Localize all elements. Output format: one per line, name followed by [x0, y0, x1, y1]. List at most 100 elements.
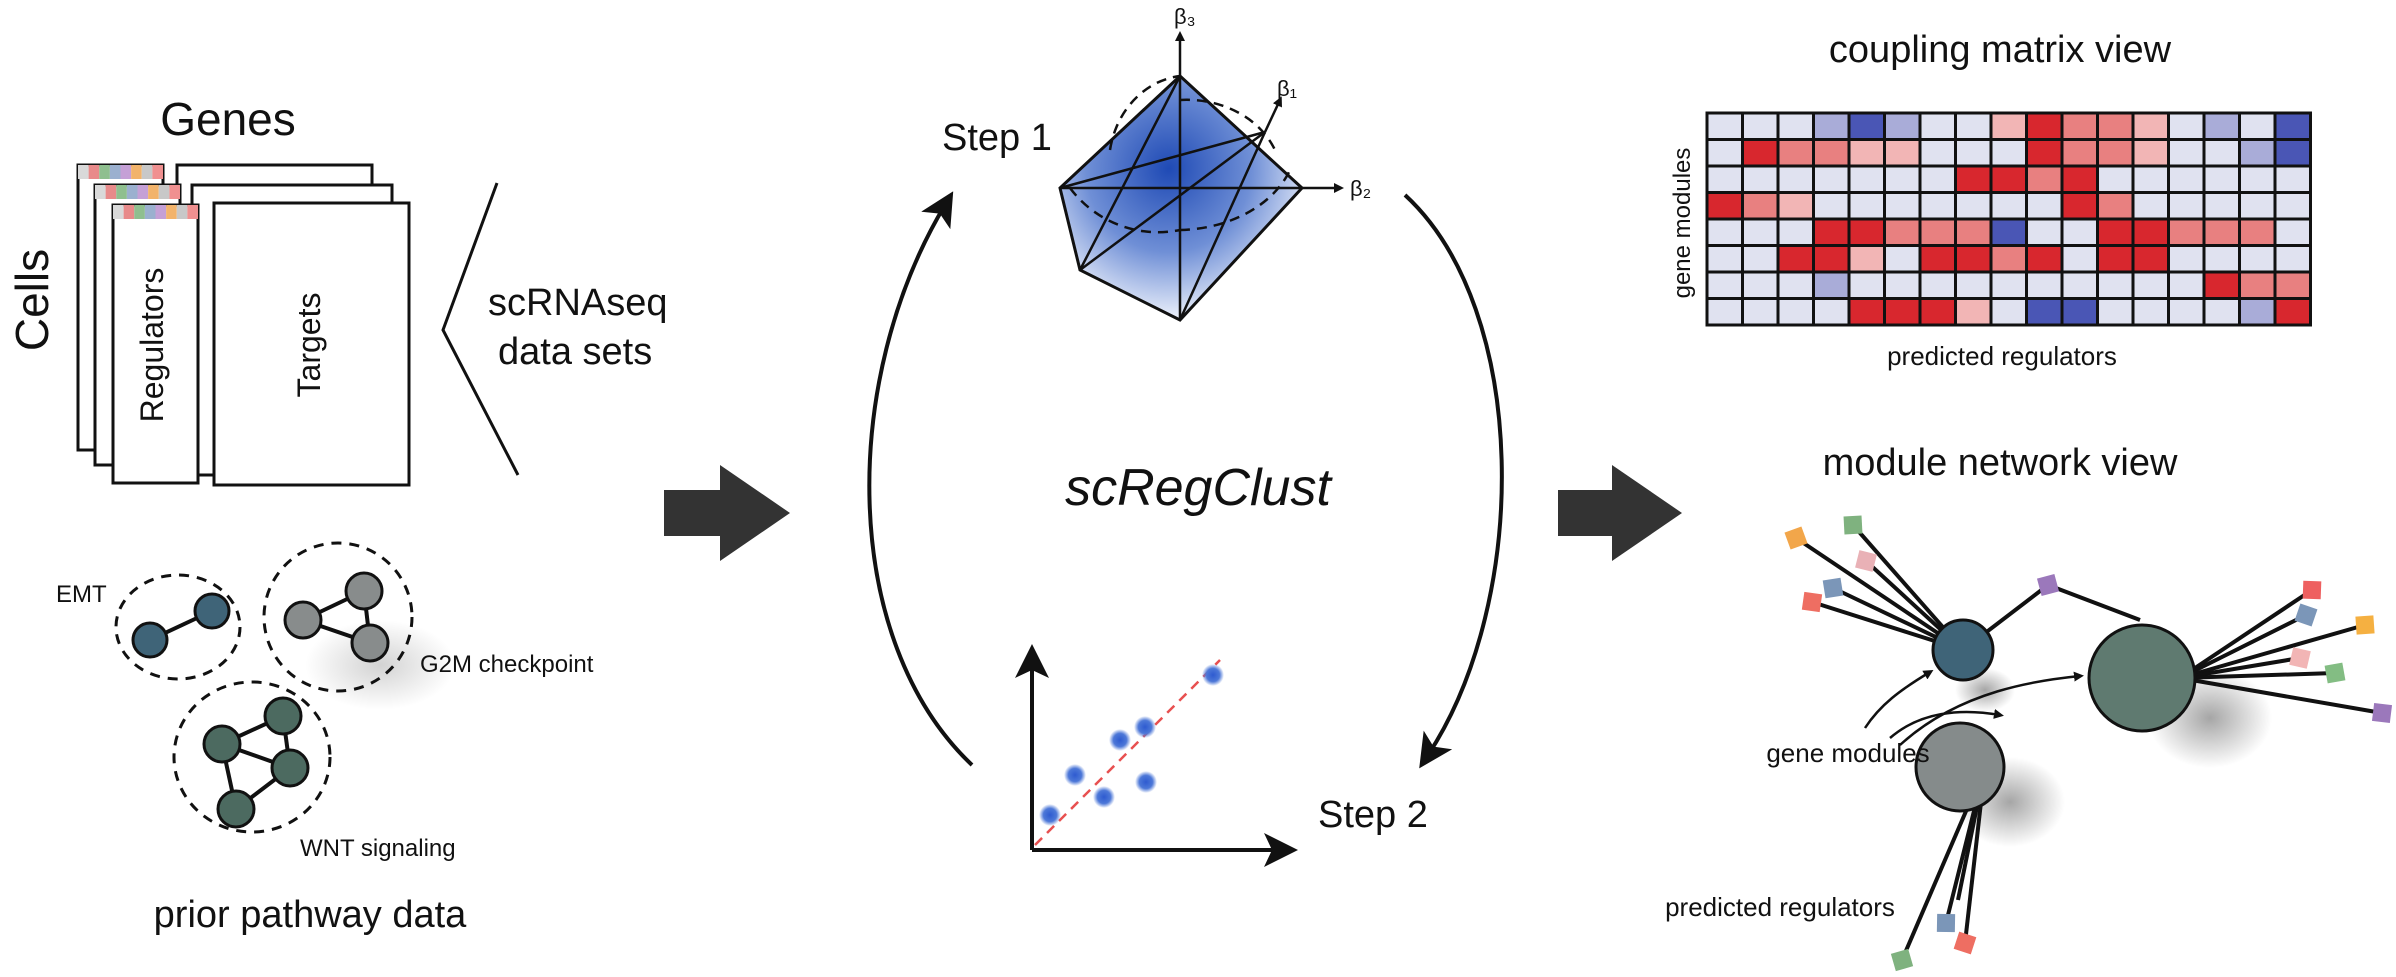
matrix-cell [2238, 164, 2277, 194]
matrix-cell [2096, 270, 2135, 300]
header-strip-cell [134, 205, 145, 219]
matrix-cell [1883, 270, 1922, 300]
scatter-point [1109, 729, 1131, 751]
matrix-cell [2167, 191, 2206, 221]
matrix-cell [2167, 270, 2206, 300]
matrix-cell [1954, 191, 1993, 221]
matrix-cell [1776, 217, 1815, 247]
matrix-cell [2131, 297, 2170, 327]
matrix-cell [2131, 217, 2170, 247]
matrix-cell [1705, 270, 1744, 300]
cells-label: Cells [6, 249, 58, 351]
g2m-label: G2M checkpoint [420, 651, 594, 678]
matrix-cell [1918, 217, 1957, 247]
matrix-cell [2202, 138, 2241, 168]
matrix-cell [2238, 111, 2277, 141]
prior-pathway-title: prior pathway data [154, 894, 467, 936]
matrix-cell [1741, 111, 1780, 141]
matrix-cell [1847, 270, 1886, 300]
matrix-cell [2096, 244, 2135, 274]
matrix-cell [1741, 191, 1780, 221]
matrix-cell [1918, 111, 1957, 141]
matrix-cell [1705, 138, 1744, 168]
regulator-node [1936, 913, 1956, 933]
header-strip-cell [158, 185, 170, 199]
network-regulators-label: predicted regulators [1665, 892, 1895, 922]
matrix-cell [1847, 297, 1886, 327]
matrix-cell [2025, 138, 2064, 168]
matrix-cell [1883, 191, 1922, 221]
matrix-cell [1847, 244, 1886, 274]
coupling-matrix-grid [1705, 111, 2312, 327]
regulator-node [2371, 702, 2393, 724]
scatter-point [1039, 804, 1061, 826]
matrix-cell [1705, 244, 1744, 274]
matrix-cell [2096, 191, 2135, 221]
scatter-point [1135, 771, 1157, 793]
matrix-cell [2025, 217, 2064, 247]
matrix-cell [1741, 297, 1780, 327]
matrix-cell [1954, 217, 1993, 247]
matrix-cell [2025, 297, 2064, 327]
method-to-output-arrow [1558, 465, 1682, 561]
matrix-cell [2167, 217, 2206, 247]
matrix-cell [2060, 164, 2099, 194]
emt-label: EMT [56, 581, 107, 608]
header-strip-cell [109, 165, 121, 179]
matrix-cell [2096, 111, 2135, 141]
regulator-node [2036, 573, 2060, 597]
cycle-arrow-left [867, 191, 974, 767]
header-strip-cell [187, 205, 198, 219]
pathway-emt: EMT [56, 573, 242, 681]
header-strip-cell [141, 165, 153, 179]
matrix-cell [1776, 164, 1815, 194]
gene-module-node [2087, 623, 2197, 733]
matrix-cell [1883, 164, 1922, 194]
matrix-cell [2096, 164, 2135, 194]
matrix-cell [2167, 138, 2206, 168]
matrix-cell [1776, 270, 1815, 300]
regulator-node [2302, 580, 2322, 600]
matrix-cell [1812, 217, 1851, 247]
matrix-cell [1918, 138, 1957, 168]
scrnaseq-label-line2: data sets [498, 331, 652, 373]
matrix-cell [1776, 244, 1815, 274]
coupling-matrix-panel: coupling matrix view gene modules predic… [1669, 29, 2312, 371]
matrix-cell [1705, 111, 1744, 141]
regulator-node [1953, 931, 1977, 955]
regulator-node [2355, 615, 2375, 635]
matrix-cell [2202, 297, 2241, 327]
matrix-cell [2131, 138, 2170, 168]
matrix-cell [1705, 217, 1744, 247]
matrix-cell [2025, 191, 2064, 221]
matrix-cell [2273, 217, 2312, 247]
matrix-cell [1741, 217, 1780, 247]
matrix-cell [1918, 164, 1957, 194]
matrix-cell [1954, 164, 1993, 194]
targets-label: Targets [291, 293, 327, 398]
matrix-ylabel: gene modules [1669, 148, 1696, 299]
matrix-cell [2202, 111, 2241, 141]
matrix-cell [2273, 111, 2312, 141]
matrix-cell [1776, 191, 1815, 221]
matrix-cell [2202, 270, 2241, 300]
matrix-cell [2273, 191, 2312, 221]
matrix-cell [1776, 138, 1815, 168]
matrix-cell [1812, 111, 1851, 141]
network-modules-label: gene modules [1766, 738, 1929, 768]
header-strip-cell [123, 205, 135, 219]
header-strip-cell [176, 205, 188, 219]
matrix-cell [1954, 138, 1993, 168]
wnt-label: WNT signaling [300, 835, 456, 862]
matrix-cell [2273, 297, 2312, 327]
gene-header-strips [78, 165, 198, 219]
matrix-cell [2131, 191, 2170, 221]
matrix-cell [1883, 297, 1922, 327]
matrix-cell [1989, 244, 2028, 274]
matrix-cell [2202, 164, 2241, 194]
scatter-point [1134, 716, 1156, 738]
step2-label: Step 2 [1318, 794, 1428, 836]
beta3-label: β₃ [1174, 4, 1196, 29]
matrix-cell [2273, 138, 2312, 168]
